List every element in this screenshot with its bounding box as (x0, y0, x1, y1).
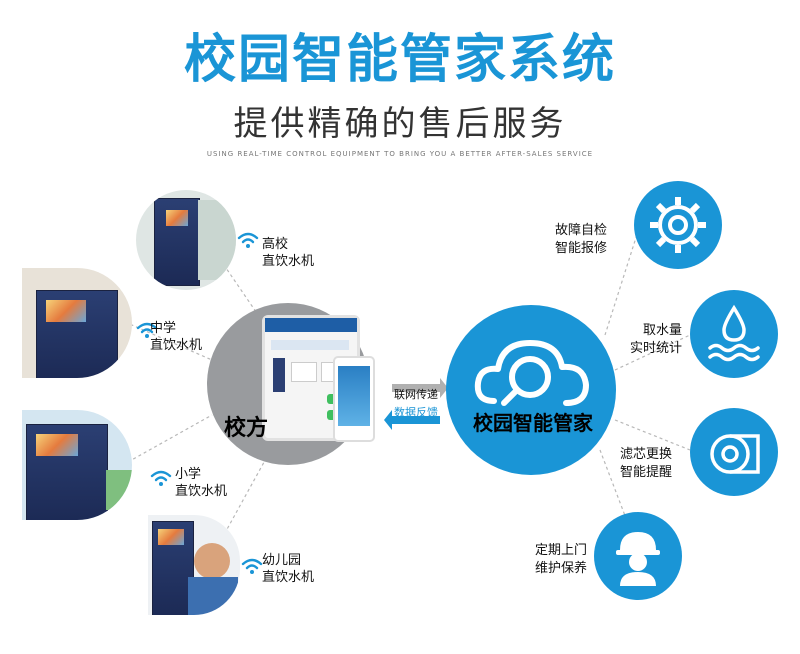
water-stats-circle (690, 290, 778, 378)
worker-icon (616, 532, 660, 586)
middle-school-machine-photo (22, 268, 132, 378)
kindergarten-machine-photo (148, 515, 240, 615)
maintenance-circle (594, 512, 682, 600)
primary-school-machine-photo (22, 410, 132, 520)
wifi-icon (150, 470, 172, 486)
transfer-top-label: 联网传递 (394, 388, 438, 401)
transfer-arrows (384, 378, 448, 430)
transfer-bottom-label: 数据反馈 (394, 406, 438, 419)
filter-reminder-label: 滤芯更换 智能提醒 (620, 447, 673, 480)
fault-check-circle (634, 181, 722, 269)
cloud-search-icon (474, 340, 589, 406)
middle-school-label: 中学 直饮水机 (150, 321, 203, 353)
water-stats-label: 取水量 实时统计 (630, 323, 683, 356)
wifi-icon (241, 558, 263, 574)
fault-check-label: 故障自检 智能报修 (555, 223, 608, 256)
gear-icon (650, 197, 706, 253)
school-label: 校方 (224, 416, 269, 441)
page-tagline: USING REAL-TIME CONTROL EQUIPMENT TO BRI… (206, 150, 594, 158)
university-machine-photo (136, 190, 236, 290)
filter-roll-icon (710, 434, 760, 474)
kindergarten-label: 幼儿园 直饮水机 (262, 553, 315, 585)
manager-label: 校园智能管家 (473, 411, 593, 435)
wifi-icon (237, 232, 259, 248)
wifi-icon (136, 322, 158, 338)
page-title: 校园智能管家系统 (183, 30, 616, 90)
university-label: 高校 直饮水机 (262, 237, 315, 269)
manager-circle (446, 305, 616, 475)
maintenance-label: 定期上门 维护保养 (535, 543, 588, 576)
phone-device (333, 356, 375, 442)
water-drop-icon (708, 304, 760, 362)
page-subtitle: 提供精确的售后服务 (233, 104, 567, 144)
primary-school-label: 小学 直饮水机 (175, 467, 228, 499)
filter-reminder-circle (690, 408, 778, 496)
